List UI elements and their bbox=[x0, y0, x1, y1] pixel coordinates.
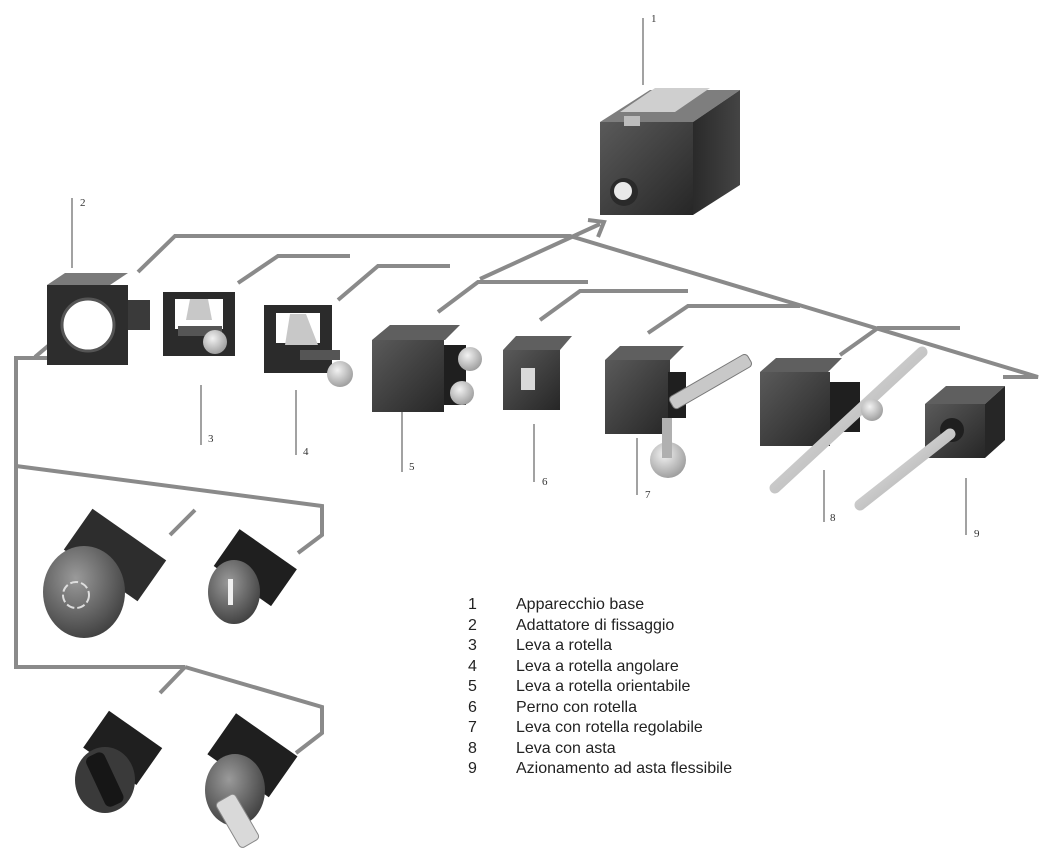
roller-lever bbox=[163, 292, 235, 356]
legend-label: Apparecchio base bbox=[516, 596, 645, 613]
selector-switch bbox=[75, 710, 163, 813]
legend-row: 1 Apparecchio base bbox=[468, 595, 732, 616]
callout-1: 1 bbox=[651, 13, 657, 25]
callout-2: 2 bbox=[80, 197, 86, 209]
key-switch bbox=[205, 713, 298, 848]
legend-label: Leva a rotella angolare bbox=[516, 657, 679, 675]
callout-7: 7 bbox=[645, 489, 651, 501]
callout-5: 5 bbox=[409, 461, 415, 473]
legend-number: 9 bbox=[468, 760, 477, 777]
parts-legend: 1 Apparecchio base 2 Adattatore di fissagg… bbox=[468, 595, 732, 780]
swivel-roller-lever bbox=[372, 325, 482, 412]
fixing-adapter bbox=[47, 273, 150, 365]
emergency-stop-button bbox=[43, 508, 167, 638]
callout-6: 6 bbox=[542, 476, 548, 488]
pin-with-roller bbox=[503, 336, 572, 410]
legend-number: 6 bbox=[468, 698, 477, 716]
legend-row: 2 Adattatore di fissaggio bbox=[468, 616, 732, 637]
legend-label: Leva con rotella regolabile bbox=[516, 719, 703, 736]
legend-number: 7 bbox=[468, 719, 477, 736]
angled-roller-lever bbox=[264, 305, 353, 387]
pushbutton bbox=[208, 529, 297, 624]
legend-number: 2 bbox=[468, 616, 477, 634]
legend-row: 4 Leva a rotella angolare bbox=[468, 657, 732, 678]
legend-label: Leva a rotella bbox=[516, 637, 613, 654]
flexible-rod-actuator bbox=[854, 386, 1005, 511]
legend-row: 9 Azionamento ad asta flessibile bbox=[468, 759, 732, 780]
callout-8: 8 bbox=[830, 512, 836, 524]
legend-number: 1 bbox=[468, 596, 477, 613]
base-device bbox=[600, 88, 740, 215]
legend-label: Leva con asta bbox=[516, 739, 616, 757]
legend-row: 5 Leva a rotella orientabile bbox=[468, 677, 732, 698]
arrow-to-base-device bbox=[587, 218, 607, 238]
legend-number: 4 bbox=[468, 657, 477, 675]
legend-row: 6 Perno con rotella bbox=[468, 698, 732, 719]
legend-label: Azionamento ad asta flessibile bbox=[516, 760, 733, 777]
callout-9: 9 bbox=[974, 528, 980, 540]
adjustable-roller-lever bbox=[605, 346, 752, 478]
legend-number: 3 bbox=[468, 637, 477, 654]
connector-lines bbox=[14, 222, 1039, 755]
legend-number: 5 bbox=[468, 678, 477, 695]
legend-row: 3 Leva a rotella bbox=[468, 636, 732, 657]
legend-label: Adattatore di fissaggio bbox=[516, 616, 675, 634]
callout-leaders bbox=[71, 18, 967, 535]
legend-row: 7 Leva con rotella regolabile bbox=[468, 718, 732, 739]
legend-label: Perno con rotella bbox=[516, 698, 637, 716]
callout-4: 4 bbox=[303, 446, 309, 458]
legend-label: Leva a rotella orientabile bbox=[516, 678, 691, 695]
callout-3: 3 bbox=[208, 433, 214, 445]
lever-with-rod bbox=[760, 346, 928, 494]
legend-number: 8 bbox=[468, 739, 477, 757]
legend-row: 8 Leva con asta bbox=[468, 739, 732, 760]
